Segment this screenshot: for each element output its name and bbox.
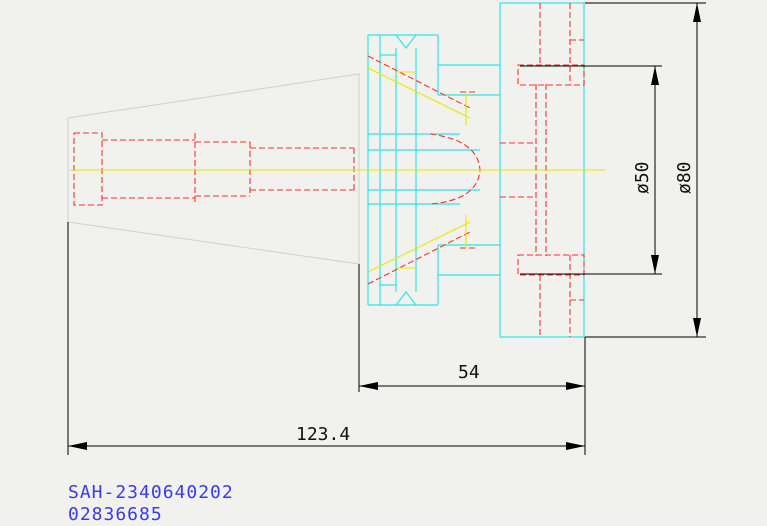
dim-flange-length: 54 [458,362,480,383]
hidden-lines [73,3,585,337]
order-code: 02836685 [68,504,163,525]
dim-bolt-circle: ø50 [632,161,653,194]
dimension-lines [67,2,706,455]
part-number: SAH-2340640202 [68,482,234,503]
dim-overall-length: 123.4 [296,424,350,445]
centerline [70,67,605,273]
taper-shank [67,73,360,265]
dim-outer-diameter: ø80 [674,161,695,194]
